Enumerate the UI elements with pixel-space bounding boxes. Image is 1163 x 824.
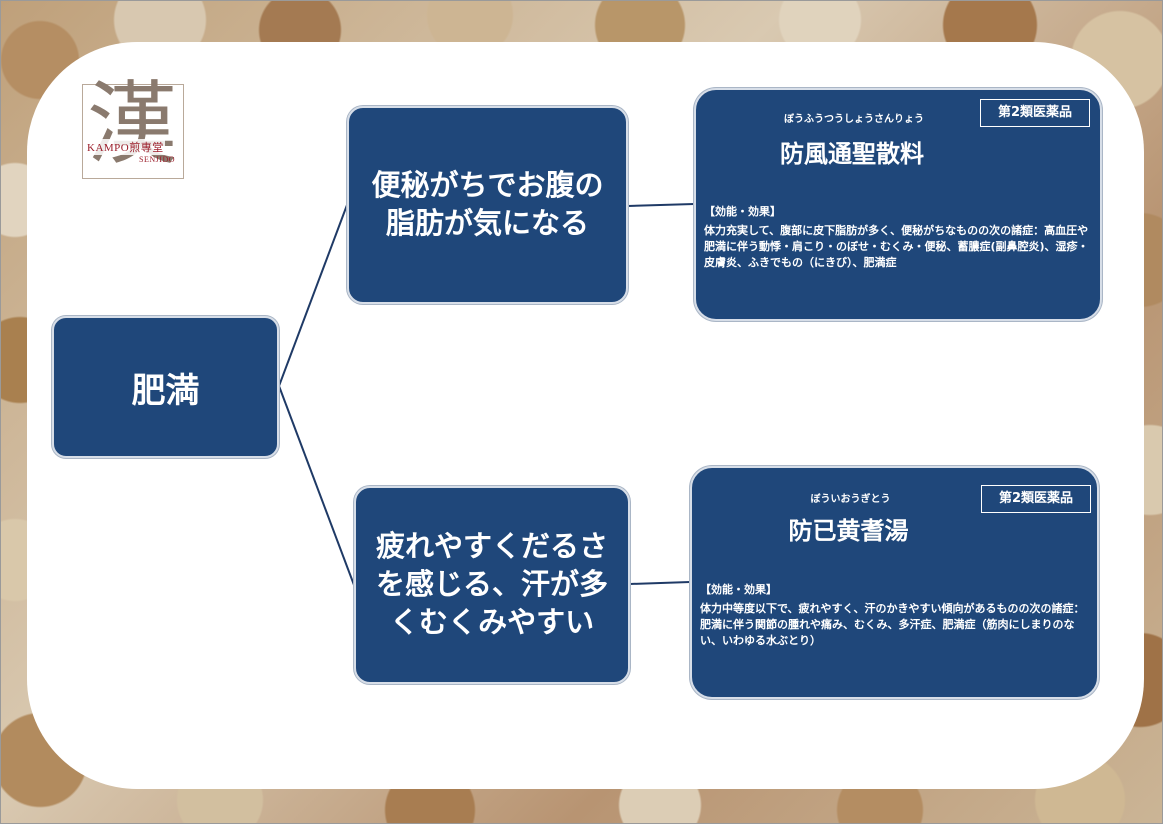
logo-kampo-text: KAMPO煎専堂 [86, 139, 165, 155]
connector-root-to-symptom-1 [278, 204, 348, 387]
remedy-furigana: ぼうふうつうしょうさんりょう [784, 114, 924, 125]
connector-root-to-symptom-2 [278, 385, 355, 586]
symptom-node-2: 疲れやすくだるさを感じる、汗が多くむくみやすい [354, 486, 630, 684]
effect-heading: 【効能・効果】 [700, 583, 777, 596]
kampo-senjido-logo: 漢 KAMPO煎専堂 SENJIDO [82, 75, 184, 179]
drug-class-badge: 第2類医薬品 [981, 485, 1091, 513]
logo-senjido: SENJIDO [139, 155, 175, 164]
remedy-name: 防已黄耆湯 [788, 517, 909, 545]
logo-kampo: KAMPO [87, 142, 130, 154]
effect-heading: 【効能・効果】 [704, 205, 781, 218]
root-node-obesity: 肥満 [52, 316, 279, 458]
remedy-card-bofutsushosan: 第2類医薬品 ぼうふうつうしょうさんりょう 防風通聖散料 【効能・効果】 体力充… [694, 88, 1102, 321]
symptom-node-1: 便秘がちでお腹の脂肪が気になる [347, 106, 628, 304]
logo-kanji: 漢 [87, 72, 177, 177]
symptom-label: 便秘がちでお腹の脂肪が気になる [371, 168, 604, 240]
logo-brand: 煎専堂 [129, 142, 164, 154]
remedy-furigana: ぼういおうぎとう [810, 494, 891, 505]
connector-symptom-1-to-remedy-1 [627, 203, 695, 207]
symptom-label: 疲れやすくだるさを感じる、汗が多くむくみやすい [375, 529, 608, 639]
effect-text: 体力中等度以下で、疲れやすく、汗のかきやすい傾向があるものの次の諸症：肥満に伴う… [700, 602, 1085, 647]
remedy-card-boiogito: 第2類医薬品 ぼういおうぎとう 防已黄耆湯 【効能・効果】 体力中等度以下で、疲… [690, 466, 1099, 699]
connector-symptom-2-to-remedy-2 [629, 581, 691, 585]
drug-class-badge: 第2類医薬品 [980, 99, 1090, 127]
root-label: 肥満 [131, 370, 200, 411]
remedy-name: 防風通聖散料 [780, 140, 924, 168]
effect-text: 体力充実して、腹部に皮下脂肪が多く、便秘がちなものの次の諸症：高血圧や肥満に伴う… [704, 224, 1089, 269]
